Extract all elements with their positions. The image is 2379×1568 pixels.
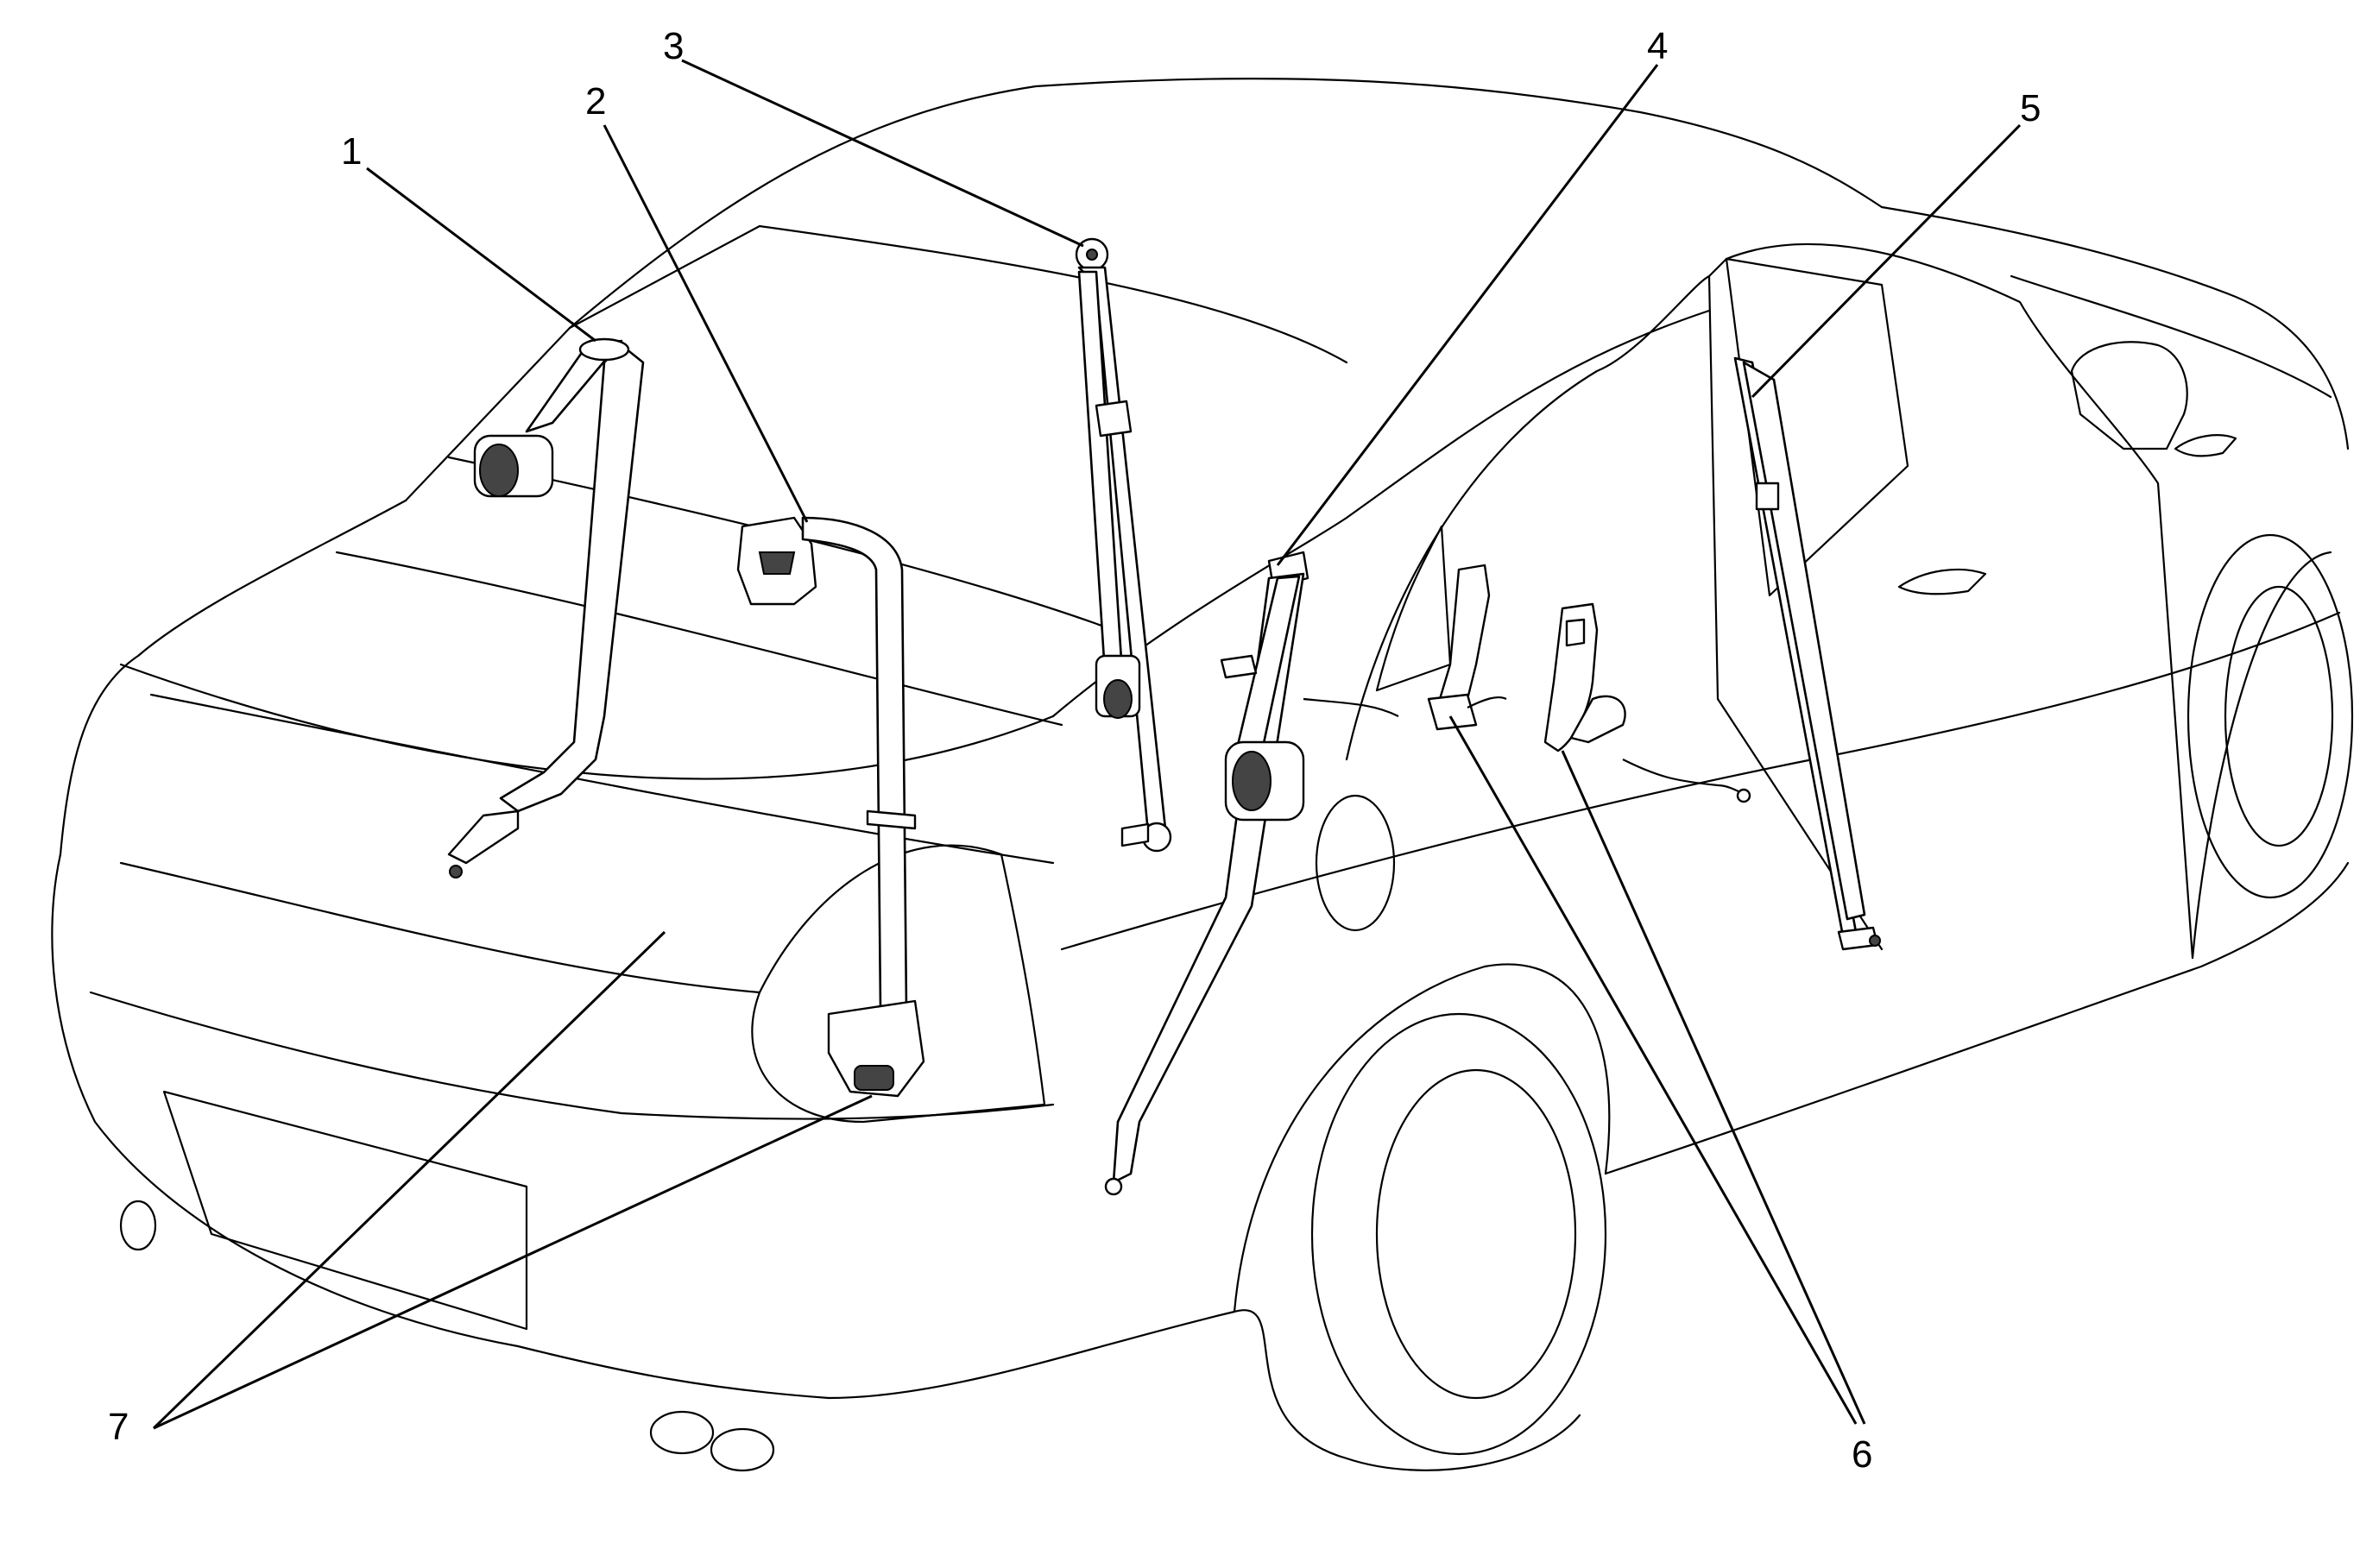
leader-line-6b	[1561, 750, 1866, 1425]
front-wheel-arch	[2191, 551, 2332, 960]
rear-right-buckle-tab	[1120, 822, 1150, 847]
front-passenger-seat-belt	[1733, 356, 1881, 951]
rear-right-upper-anchor-bolt	[1086, 249, 1098, 261]
front-wheel-tire	[2187, 533, 2354, 899]
leader-line-1	[366, 167, 596, 343]
rear-door-opening	[1345, 274, 1720, 761]
rear-bumper-line	[89, 991, 1055, 1120]
car-body	[51, 77, 2354, 1472]
right-buckle-wire	[1622, 759, 1745, 795]
front-passenger-belt-outer	[1742, 361, 1866, 921]
rear-center-lower-bracket	[827, 999, 925, 1098]
exhaust-tip-right	[710, 1427, 775, 1472]
callout-3: 3	[663, 25, 684, 67]
front-wheel-rim	[2224, 585, 2334, 847]
trunk-top-line	[119, 663, 1055, 780]
trunk-panel-lower	[119, 861, 761, 994]
hood-crease	[2010, 274, 2332, 399]
body-lower-edge	[827, 1309, 1581, 1471]
door-handle-front	[2174, 434, 2237, 457]
callout-2: 2	[585, 80, 606, 123]
leader-line-7a	[152, 930, 666, 1430]
leader-line-5	[1751, 123, 2022, 399]
callout-6: 6	[1852, 1433, 1872, 1476]
rear-quarter-window	[1375, 525, 1452, 692]
front-passenger-guide	[1755, 482, 1780, 511]
front-driver-seat-belt	[1104, 551, 1399, 1196]
car-roof-outline	[568, 77, 1884, 330]
front-door-outline	[1725, 242, 2194, 960]
tail-light-outline	[751, 844, 1046, 1124]
exhaust-tip-left	[649, 1410, 715, 1455]
rear-wheel-arch	[1233, 963, 1611, 1313]
callout-5: 5	[2020, 87, 2041, 129]
rear-left-retractor-spool	[479, 444, 519, 497]
hood-outline	[1880, 205, 2350, 450]
rear-center-seat-belt	[736, 516, 925, 1098]
trunk-lid-outline	[59, 499, 407, 856]
rear-center-lower-spool	[854, 1065, 894, 1091]
front-driver-pretensioner-wire	[1303, 697, 1399, 717]
rear-window-outline	[404, 224, 761, 502]
front-driver-retractor-spool	[1232, 751, 1272, 811]
callout-1: 1	[341, 130, 362, 173]
front-driver-d-ring	[1220, 654, 1258, 679]
front-passenger-anchor-bolt	[1869, 935, 1881, 947]
callout-7: 7	[108, 1406, 129, 1448]
leader-line-3	[681, 59, 1084, 248]
rear-right-retractor-spool	[1103, 679, 1133, 719]
rear-left-belt-webbing	[499, 343, 645, 813]
rear-bumper-outline	[51, 853, 830, 1400]
rear-left-guide-loop	[578, 337, 630, 362]
rear-center-belt-webbing	[801, 516, 908, 1011]
front-door-window	[1725, 257, 1909, 597]
rear-left-anchor-bolt	[449, 865, 463, 878]
body-side-beltline	[1060, 611, 2341, 951]
left-buckle-base	[1427, 693, 1478, 731]
license-plate-recess	[162, 1090, 528, 1331]
side-mirror	[2070, 341, 2188, 450]
right-buckle-connector	[1736, 788, 1751, 803]
seat-belt-buckles	[1427, 564, 1751, 803]
rear-center-retractor-gear	[758, 551, 796, 575]
front-driver-lower-anchor	[1104, 1177, 1123, 1196]
rear-right-seat-belt	[1075, 237, 1172, 853]
fuel-door	[1315, 794, 1396, 932]
exhaust-tip-far	[119, 1200, 157, 1251]
door-handle-rear	[1897, 568, 1987, 595]
rear-wheel-rim	[1375, 1068, 1577, 1400]
trunk-crease-upper	[335, 551, 1063, 727]
rear-quarter-panel	[1051, 309, 1711, 718]
car-roof-inner	[758, 224, 1348, 364]
leader-line-7b	[153, 1094, 873, 1430]
rear-left-seat-belt	[447, 337, 645, 878]
leader-line-2	[603, 124, 809, 523]
trunk-crease-lower	[149, 693, 1055, 865]
left-buckle-wire	[1467, 696, 1507, 708]
rear-left-buckle	[447, 809, 520, 865]
leader-line-4	[1276, 64, 1659, 566]
rear-right-height-adjuster	[1095, 400, 1133, 438]
callout-labels: 1 2 3 4 5 6 7	[108, 25, 2041, 1476]
rear-wheel-tire	[1310, 1012, 1607, 1456]
callout-4: 4	[1647, 25, 1668, 67]
right-buckle-tab	[1565, 618, 1586, 647]
right-buckle-guard	[1569, 695, 1626, 744]
leader-lines	[152, 59, 2022, 1430]
rear-center-belt-clip	[866, 809, 917, 830]
rocker-panel	[1604, 861, 2350, 1175]
leader-line-6a	[1448, 715, 1858, 1425]
